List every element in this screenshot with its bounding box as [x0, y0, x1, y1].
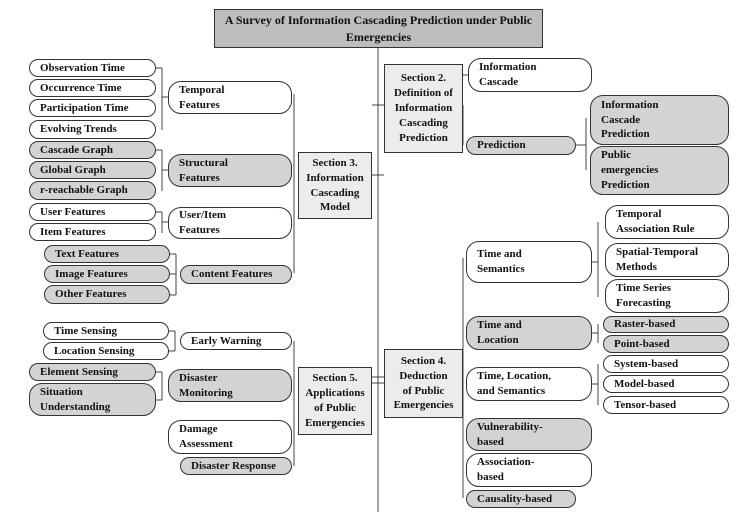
early-warning-node: Early Warning	[180, 332, 292, 350]
location-sensing-node: Location Sensing	[43, 342, 169, 360]
section-5-box: Section 5. Applications of Public Emerge…	[298, 367, 372, 435]
association-based-node: Association- based	[466, 453, 592, 487]
temporal-features-node: Temporal Features	[168, 81, 292, 114]
temporal-association-rule-node: Temporal Association Rule	[605, 205, 729, 239]
disaster-response-node: Disaster Response	[180, 457, 292, 475]
model-based-node: Model-based	[603, 375, 729, 393]
situation-understanding-node: Situation Understanding	[29, 383, 156, 416]
section-3-box: Section 3. Information Cascading Model	[298, 152, 372, 219]
global-graph-node: Global Graph	[29, 161, 156, 179]
observation-time-node: Observation Time	[29, 59, 156, 77]
vulnerability-based-node: Vulnerability- based	[466, 418, 592, 451]
evolving-trends-node: Evolving Trends	[29, 120, 156, 139]
public-emergencies-prediction-node: Public emergencies Prediction	[590, 146, 729, 195]
point-based-node: Point-based	[603, 335, 729, 353]
information-cascade-node: Information Cascade	[468, 58, 592, 92]
section-2-box: Section 2. Definition of Information Cas…	[384, 64, 463, 153]
section-4-box: Section 4. Deduction of Public Emergenci…	[384, 349, 463, 418]
element-sensing-node: Element Sensing	[29, 363, 156, 381]
damage-assessment-node: Damage Assessment	[168, 420, 292, 454]
time-and-location-node: Time and Location	[466, 316, 592, 350]
occurrence-time-node: Occurrence Time	[29, 79, 156, 97]
causality-based-node: Causality-based	[466, 490, 576, 508]
time-location-semantics-node: Time, Location, and Semantics	[466, 367, 592, 401]
diagram-title: A Survey of Information Cascading Predic…	[214, 9, 543, 48]
image-features-node: Image Features	[44, 265, 170, 283]
item-features-node: Item Features	[29, 223, 156, 241]
participation-time-node: Participation Time	[29, 99, 156, 117]
tensor-based-node: Tensor-based	[603, 396, 729, 414]
r-reachable-graph-node: r-reachable Graph	[29, 181, 156, 200]
content-features-node: Content Features	[180, 265, 292, 284]
prediction-node: Prediction	[466, 136, 576, 155]
text-features-node: Text Features	[44, 245, 170, 263]
cascade-graph-node: Cascade Graph	[29, 141, 156, 159]
raster-based-node: Raster-based	[603, 316, 729, 333]
structural-features-node: Structural Features	[168, 154, 292, 187]
spatial-temporal-methods-node: Spatial-Temporal Methods	[605, 243, 729, 277]
user-features-node: User Features	[29, 203, 156, 221]
system-based-node: System-based	[603, 355, 729, 373]
disaster-monitoring-node: Disaster Monitoring	[168, 369, 292, 402]
information-cascade-prediction-node: Information Cascade Prediction	[590, 95, 729, 145]
other-features-node: Other Features	[44, 285, 170, 304]
time-series-forecasting-node: Time Series Forecasting	[605, 279, 729, 313]
user-item-features-node: User/Item Features	[168, 207, 292, 239]
time-and-semantics-node: Time and Semantics	[466, 241, 592, 283]
time-sensing-node: Time Sensing	[43, 322, 169, 340]
